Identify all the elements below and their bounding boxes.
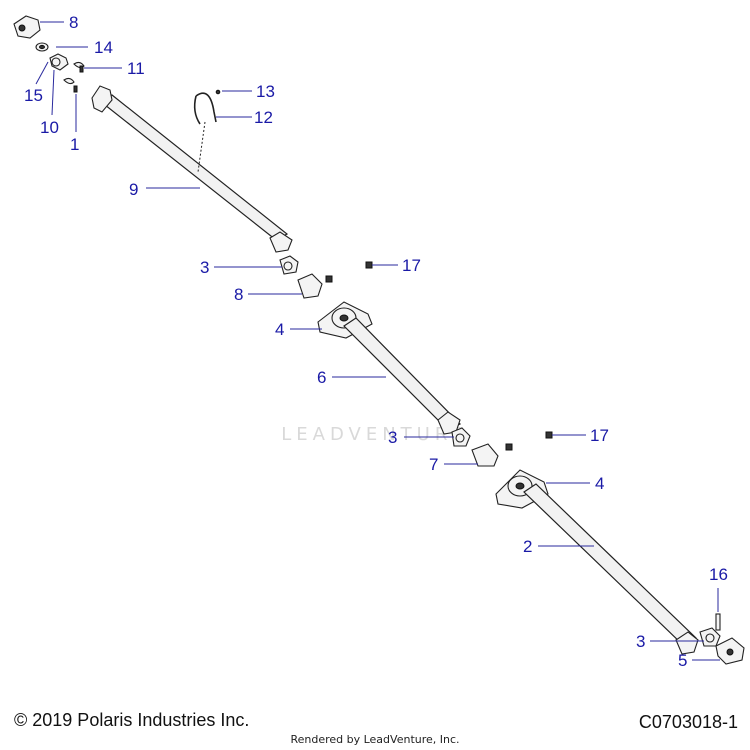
part-shaft-front[interactable] xyxy=(91,85,293,253)
callout-12[interactable]: 12 xyxy=(216,108,273,127)
svg-text:2: 2 xyxy=(523,537,532,556)
callout-9[interactable]: 9 xyxy=(129,180,200,199)
svg-text:9: 9 xyxy=(129,180,138,199)
part-u-joint-lower-mid[interactable] xyxy=(451,427,471,447)
part-bolt-lower[interactable] xyxy=(505,431,553,451)
svg-text:1: 1 xyxy=(70,135,79,154)
diagram-id: C0703018-1 xyxy=(638,712,738,732)
part-coupler-lower[interactable] xyxy=(471,443,499,467)
callout-8-mid[interactable]: 8 xyxy=(234,285,302,304)
svg-text:14: 14 xyxy=(94,38,113,57)
callout-2[interactable]: 2 xyxy=(523,537,594,556)
part-u-joint-upper[interactable] xyxy=(49,53,69,71)
svg-text:8: 8 xyxy=(69,13,78,32)
callout-16[interactable]: 16 xyxy=(709,565,728,612)
svg-text:3: 3 xyxy=(388,428,397,447)
callout-13[interactable]: 13 xyxy=(222,82,275,101)
part-bolt-mid[interactable] xyxy=(325,261,373,283)
callout-17-lower[interactable]: 17 xyxy=(552,426,609,445)
svg-text:7: 7 xyxy=(429,455,438,474)
callout-11[interactable]: 11 xyxy=(84,59,145,78)
callout-10[interactable]: 10 xyxy=(40,69,59,137)
callout-3-lower-mid[interactable]: 3 xyxy=(388,428,454,447)
callout-8-top[interactable]: 8 xyxy=(40,13,78,32)
callout-15[interactable]: 15 xyxy=(24,61,49,105)
part-coupler-mid[interactable] xyxy=(297,273,323,299)
callout-3-rear[interactable]: 3 xyxy=(636,632,704,651)
svg-text:6: 6 xyxy=(317,368,326,387)
callout-1[interactable]: 1 xyxy=(70,94,79,154)
svg-text:12: 12 xyxy=(254,108,273,127)
callout-7[interactable]: 7 xyxy=(429,455,478,474)
part-shaft-mid[interactable] xyxy=(343,317,462,435)
part-u-joint-mid[interactable] xyxy=(279,255,299,275)
svg-text:8: 8 xyxy=(234,285,243,304)
rendered-by-text: Rendered by LeadVenture, Inc. xyxy=(290,733,460,746)
part-yoke-upper[interactable] xyxy=(13,15,41,39)
svg-text:11: 11 xyxy=(127,59,145,78)
svg-text:4: 4 xyxy=(275,320,284,339)
callout-5[interactable]: 5 xyxy=(678,651,720,670)
svg-text:3: 3 xyxy=(636,632,645,651)
part-bolts[interactable] xyxy=(73,65,84,93)
part-breather[interactable] xyxy=(193,89,221,125)
callout-17-top[interactable]: 17 xyxy=(372,256,421,275)
part-roll-pin[interactable] xyxy=(715,613,721,631)
callout-4-lower[interactable]: 4 xyxy=(546,474,604,493)
part-u-joint-rear[interactable] xyxy=(699,627,721,647)
copyright-text: © 2019 Polaris Industries Inc. xyxy=(14,710,250,730)
svg-text:15: 15 xyxy=(24,86,43,105)
svg-text:10: 10 xyxy=(40,118,59,137)
svg-text:17: 17 xyxy=(590,426,609,445)
svg-text:5: 5 xyxy=(678,651,687,670)
svg-text:3: 3 xyxy=(200,258,209,277)
svg-text:4: 4 xyxy=(595,474,604,493)
callout-4-upper[interactable]: 4 xyxy=(275,320,322,339)
svg-text:16: 16 xyxy=(709,565,728,584)
callout-3-mid[interactable]: 3 xyxy=(200,258,282,277)
part-seal[interactable] xyxy=(35,42,49,52)
svg-text:17: 17 xyxy=(402,256,421,275)
callout-6[interactable]: 6 xyxy=(317,368,386,387)
watermark: LEADVENTURE xyxy=(281,424,469,445)
svg-text:13: 13 xyxy=(256,82,275,101)
callout-14[interactable]: 14 xyxy=(56,38,113,57)
part-yoke-rear[interactable] xyxy=(715,637,745,665)
part-shaft-rear[interactable] xyxy=(523,483,699,655)
